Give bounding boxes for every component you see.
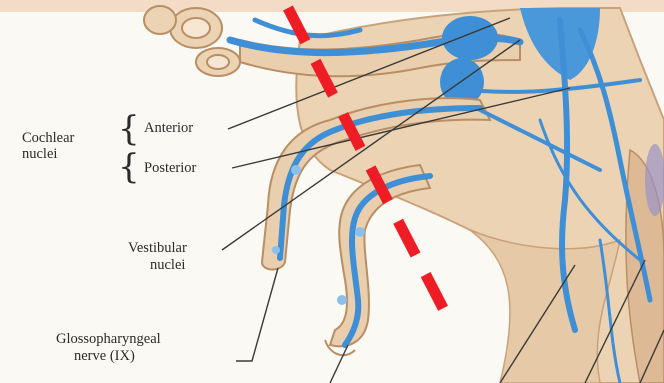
brace-lower: {	[118, 150, 140, 184]
label-anterior: Anterior	[144, 120, 193, 136]
medulla-lower	[470, 230, 620, 383]
label-cochlear-nuclei: nuclei	[22, 146, 57, 162]
label-vestibular: Vestibular	[128, 240, 187, 256]
brace-upper: {	[118, 112, 140, 146]
label-cochlear: Cochlear	[22, 130, 74, 146]
leader-glosso	[236, 268, 278, 361]
label-vestibular-nuclei: nuclei	[150, 257, 185, 273]
label-glosso-nerve: nerve (IX)	[74, 348, 135, 364]
blue-nucleus-upper	[442, 16, 498, 60]
label-glossopharyngeal: Glossopharyngeal	[56, 331, 161, 347]
label-posterior: Posterior	[144, 160, 196, 176]
cochlea-coils	[144, 6, 240, 76]
